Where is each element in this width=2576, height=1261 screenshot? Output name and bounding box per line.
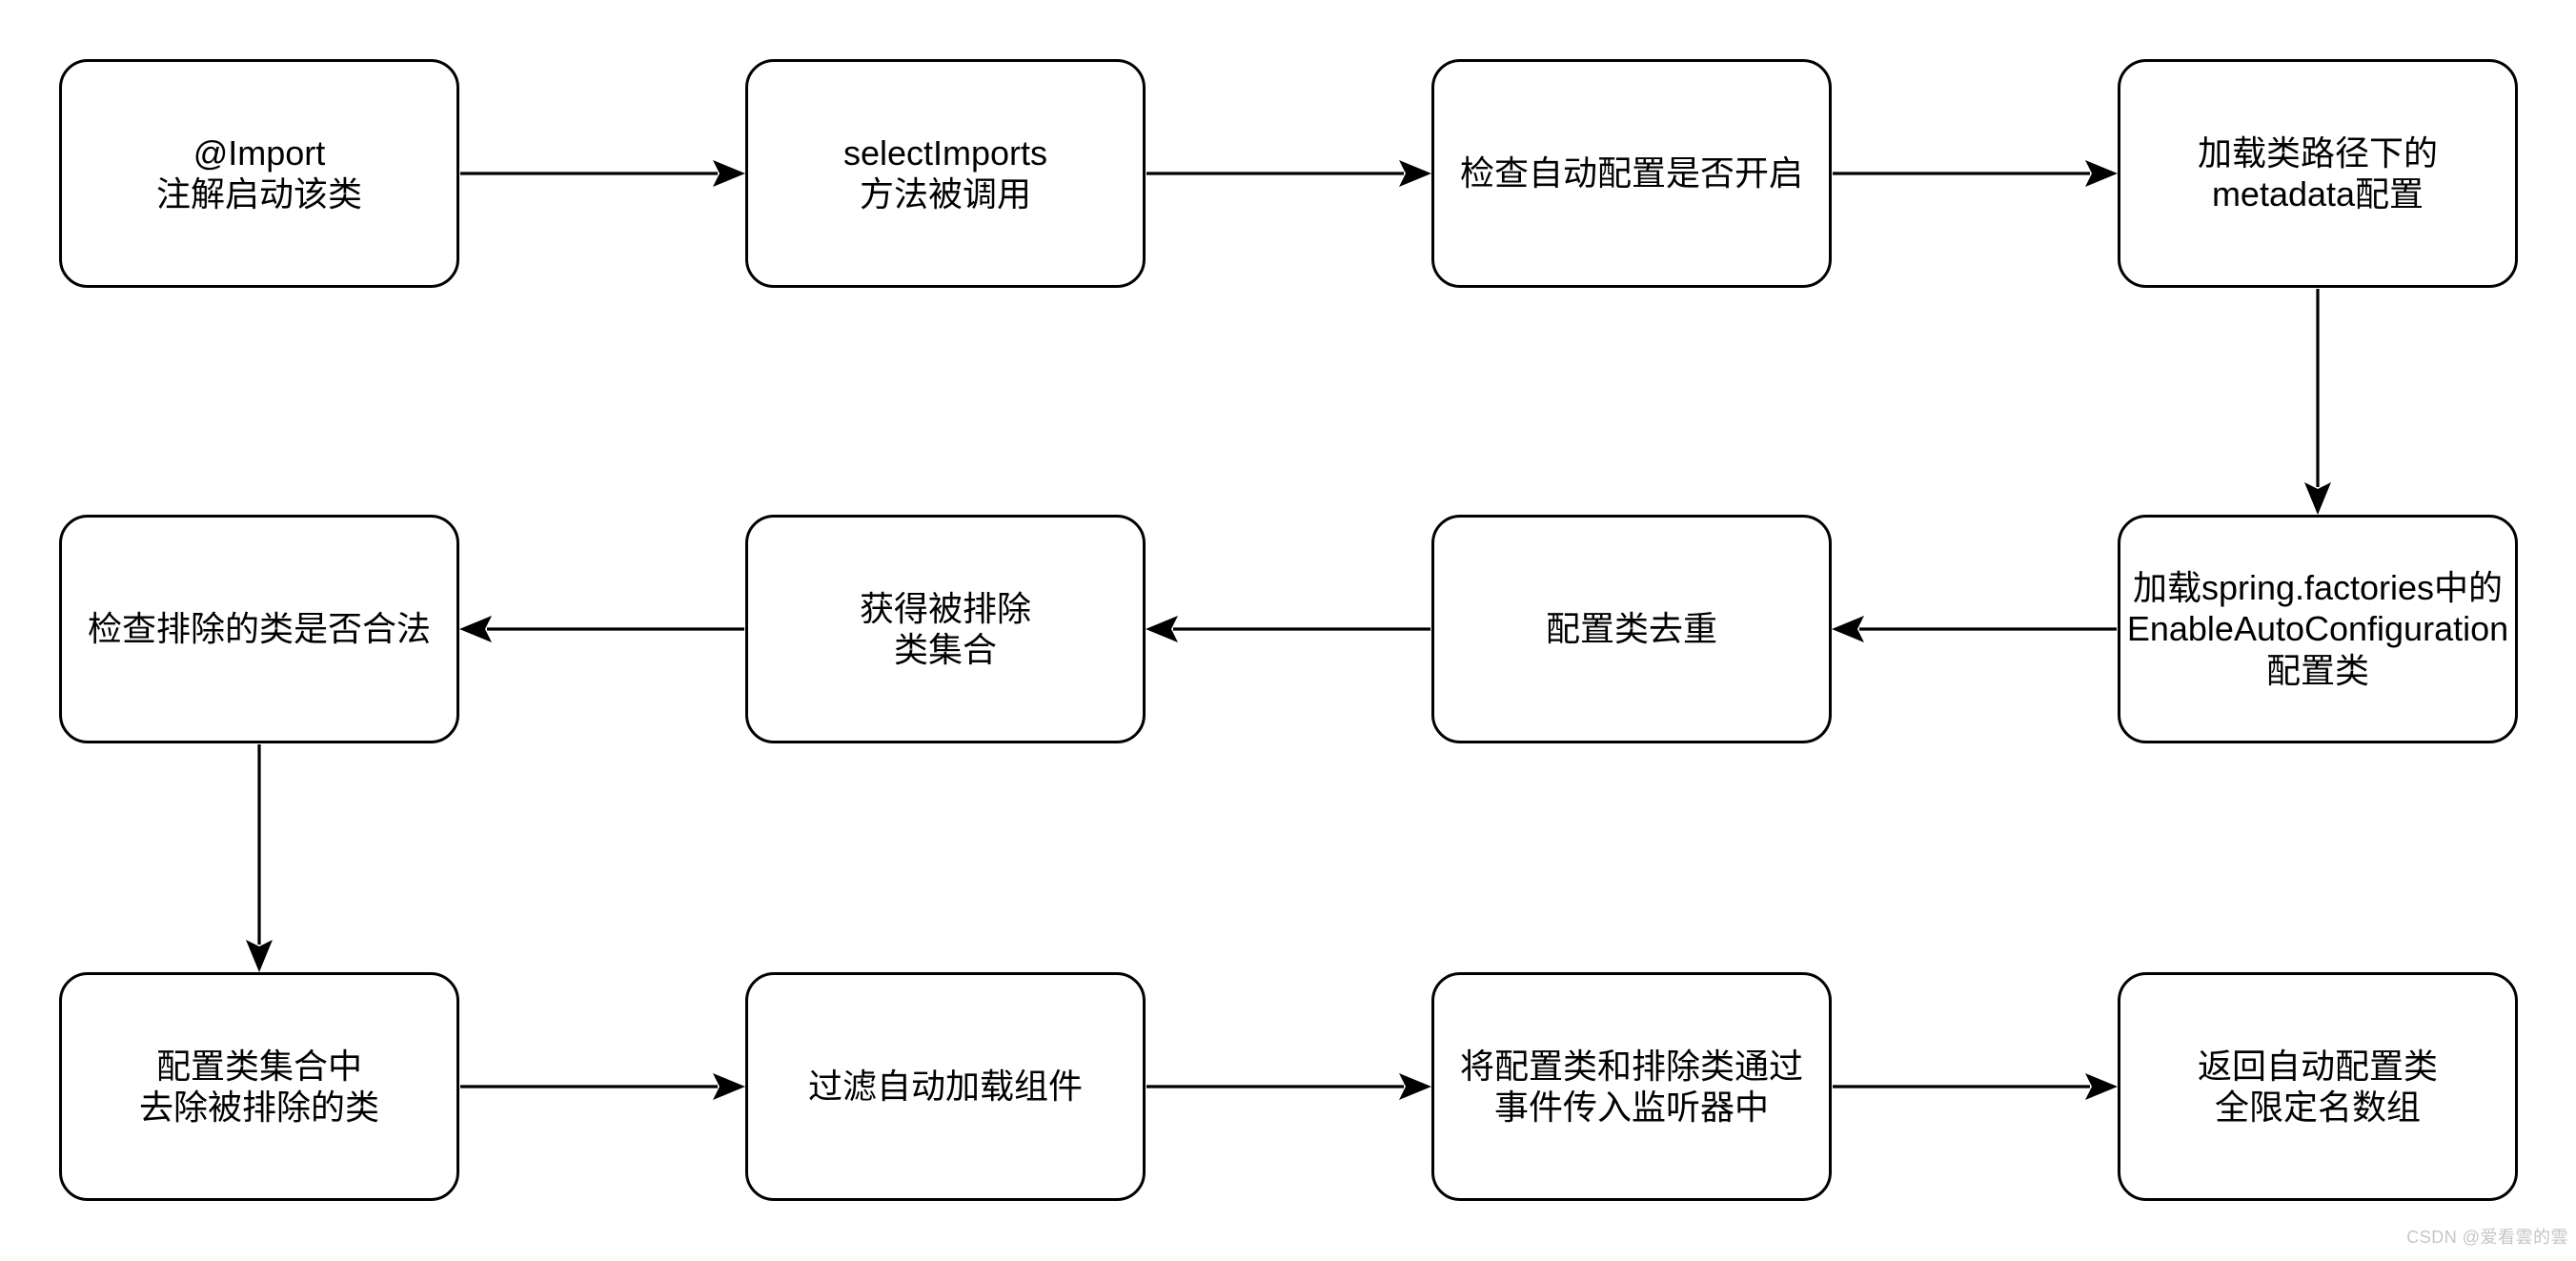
node-get-excluded-set: 获得被排除 类集合 [745,515,1146,743]
node-label: 检查自动配置是否开启 [1459,153,1803,193]
node-selectimports-called: selectImports 方法被调用 [745,59,1146,288]
node-label: 配置类去重 [1545,609,1717,649]
node-label: selectImports 方法被调用 [842,132,1048,214]
node-dedupe-config-classes: 配置类去重 [1431,515,1832,743]
node-label: 过滤自动加载组件 [807,1067,1083,1107]
node-filter-autoload-components: 过滤自动加载组件 [745,972,1146,1201]
node-validate-excluded-classes: 检查排除的类是否合法 [59,515,459,743]
node-label: 获得被排除 类集合 [859,588,1031,669]
arrow-n11-n12 [1833,1073,2118,1100]
arrow-n4-n5 [2304,289,2331,515]
node-load-spring-factories: 加载spring.factories中的 EnableAutoConfigura… [2118,515,2518,743]
arrow-n6-n7 [1146,616,1430,642]
node-import-annotation: @Import 注解启动该类 [59,59,459,288]
arrow-n10-n11 [1146,1073,1431,1100]
node-label: @Import 注解启动该类 [155,132,362,214]
node-label: 将配置类和排除类通过 事件传入监听器中 [1459,1046,1803,1127]
arrow-n1-n2 [460,160,745,187]
arrow-n5-n6 [1832,616,2117,642]
csdn-watermark: CSDN @爱看雲的雲 [2406,1228,2568,1247]
node-label: 检查排除的类是否合法 [87,609,431,649]
arrow-n8-n9 [246,744,273,972]
node-remove-excluded-from-set: 配置类集合中 去除被排除的类 [59,972,459,1201]
arrow-n2-n3 [1146,160,1431,187]
node-label: 配置类集合中 去除被排除的类 [138,1046,379,1127]
node-label: 加载类路径下的 metadata配置 [2197,132,2438,214]
arrow-n3-n4 [1833,160,2118,187]
node-label: 返回自动配置类 全限定名数组 [2197,1046,2438,1127]
arrow-n7-n8 [459,616,744,642]
node-return-fqcn-array: 返回自动配置类 全限定名数组 [2118,972,2518,1201]
node-fire-event-to-listeners: 将配置类和排除类通过 事件传入监听器中 [1431,972,1832,1201]
arrow-n9-n10 [460,1073,745,1100]
node-label: 加载spring.factories中的 EnableAutoConfigura… [2126,568,2509,690]
node-check-autoconfig-enabled: 检查自动配置是否开启 [1431,59,1832,288]
node-load-metadata-config: 加载类路径下的 metadata配置 [2118,59,2518,288]
